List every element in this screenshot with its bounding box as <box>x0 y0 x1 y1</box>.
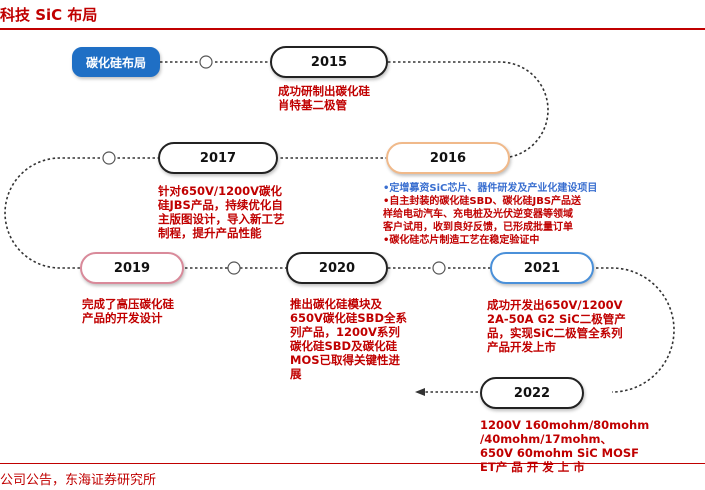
milestone-2019: 2019 <box>80 252 184 284</box>
milestone-2022: 2022 <box>480 377 584 409</box>
milestone-2021: 2021 <box>490 252 594 284</box>
milestone-2020: 2020 <box>286 252 388 284</box>
connector-node <box>227 261 241 275</box>
milestone-2016: 2016 <box>386 142 510 174</box>
milestone-2015: 2015 <box>270 46 388 78</box>
start-label: 碳化硅布局 <box>72 47 160 77</box>
connector-2017-2019 <box>4 157 160 269</box>
milestone-2022-desc: 1200V 160mohm/80mohm /40mohm/17mohm、 650… <box>480 418 650 474</box>
milestone-2017: 2017 <box>158 142 278 174</box>
final-arrow-head <box>415 388 425 396</box>
header-divider <box>0 28 705 30</box>
milestone-2021-desc: 成功开发出650V/1200V 2A-50A G2 SiC二极管产 品，实现Si… <box>487 298 626 354</box>
connector-node <box>199 55 213 69</box>
milestone-2015-desc: 成功研制出碳化硅 肖特基二极管 <box>278 84 370 112</box>
page-title: 科技 SiC 布局 <box>0 6 98 24</box>
milestone-2020-desc: 推出碳化硅模块及 650V碳化硅SBD全系 列产品，1200V系列 碳化硅SBD… <box>290 297 407 381</box>
milestone-2019-desc: 完成了高压碳化硅 产品的开发设计 <box>82 297 174 325</box>
footer-divider <box>0 463 705 464</box>
milestone-2017-desc: 针对650V/1200V碳化 硅JBS产品，持续优化自 主版图设计，导入新工艺 … <box>158 184 285 240</box>
connector-2015-2016 <box>388 61 549 159</box>
connector-node <box>432 261 446 275</box>
source-note: 公司公告，东海证券研究所 <box>0 473 157 488</box>
connector-node <box>102 151 116 165</box>
milestone-2016-desc: •定增募资SiC芯片、器件研发及产业化建设项目 •自主封装的碳化硅SBD、碳化硅… <box>383 183 598 246</box>
connector-2021-2022 <box>596 267 675 393</box>
